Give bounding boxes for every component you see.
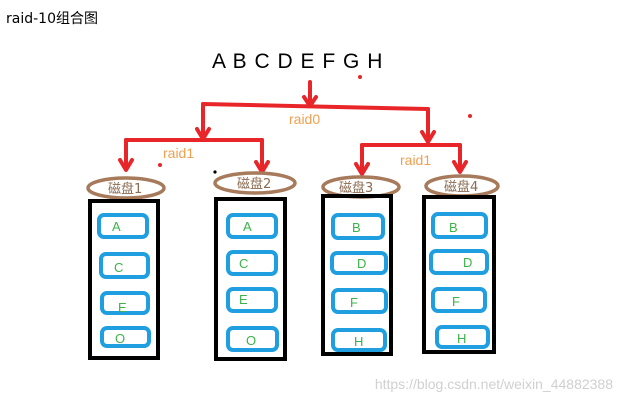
arrow-root <box>302 80 318 108</box>
raid1-right-arrow-2 <box>452 143 468 174</box>
raid0-label: raid0 <box>289 111 320 127</box>
block-label: E <box>239 292 248 307</box>
disk-4: 磁盘4 B D F H <box>422 174 500 354</box>
disk-body <box>321 194 393 356</box>
data-block <box>330 251 388 275</box>
stray-dot <box>358 75 362 79</box>
data-block <box>99 252 150 279</box>
data-block <box>431 212 488 239</box>
data-block <box>100 291 150 315</box>
block-label: D <box>463 255 472 270</box>
data-block <box>331 213 385 240</box>
raid1-left-arrow-1 <box>118 138 134 172</box>
disk-body <box>422 195 496 354</box>
block-label: O <box>246 333 256 348</box>
block-label: H <box>354 334 363 349</box>
stray-dot <box>213 170 217 174</box>
block-label: B <box>352 220 361 235</box>
disk-name: 磁盘3 <box>339 180 373 196</box>
block-label: H <box>457 331 466 346</box>
block-label: D <box>357 256 366 271</box>
disk-body <box>214 197 287 361</box>
data-block <box>226 326 279 352</box>
data-block <box>226 213 278 239</box>
block-label: O <box>115 331 125 346</box>
data-block <box>97 213 149 239</box>
disk-1: 磁盘1 A C E O <box>86 176 166 360</box>
data-sequence: A B C D E F G H <box>212 50 384 73</box>
raid1-right-label: raid1 <box>400 152 431 168</box>
disk-name: 磁盘2 <box>237 176 271 192</box>
block-label: E <box>118 300 127 315</box>
raid0-left-branch <box>195 102 211 141</box>
disk-name: 磁盘4 <box>444 179 478 195</box>
block-label: A <box>112 219 121 234</box>
raid0-right-branch <box>420 107 436 144</box>
data-block <box>431 287 487 313</box>
diagram-title: raid-10组合图 <box>6 11 98 27</box>
raid1-left-arrow-2 <box>254 138 270 174</box>
disk-label-ellipse <box>213 171 297 195</box>
disk-2: 磁盘2 A C E O <box>213 171 297 361</box>
data-block <box>100 326 151 348</box>
data-block <box>226 287 278 313</box>
block-label: F <box>350 295 358 310</box>
data-block <box>435 325 490 349</box>
block-label: C <box>239 256 248 271</box>
block-label: F <box>452 294 460 309</box>
raid1-right-arrow-1 <box>354 143 370 176</box>
watermark: https://blog.csdn.net/weixin_44882388 <box>374 376 613 392</box>
raid0-bar <box>201 102 430 111</box>
disk-3: 磁盘3 B D F H <box>321 175 401 356</box>
data-block <box>429 249 489 275</box>
disk-body <box>88 199 160 360</box>
disk-name: 磁盘1 <box>108 181 142 197</box>
data-block <box>331 328 387 352</box>
data-block <box>331 288 388 314</box>
arrow-tree <box>118 80 468 176</box>
stray-dot <box>158 163 162 167</box>
disk-label-ellipse <box>86 176 166 200</box>
block-label: A <box>243 219 252 234</box>
stray-dot <box>468 114 472 118</box>
data-block <box>226 250 278 276</box>
raid1-left-label: raid1 <box>163 145 194 161</box>
block-label: B <box>449 220 458 235</box>
block-label: C <box>114 260 123 275</box>
